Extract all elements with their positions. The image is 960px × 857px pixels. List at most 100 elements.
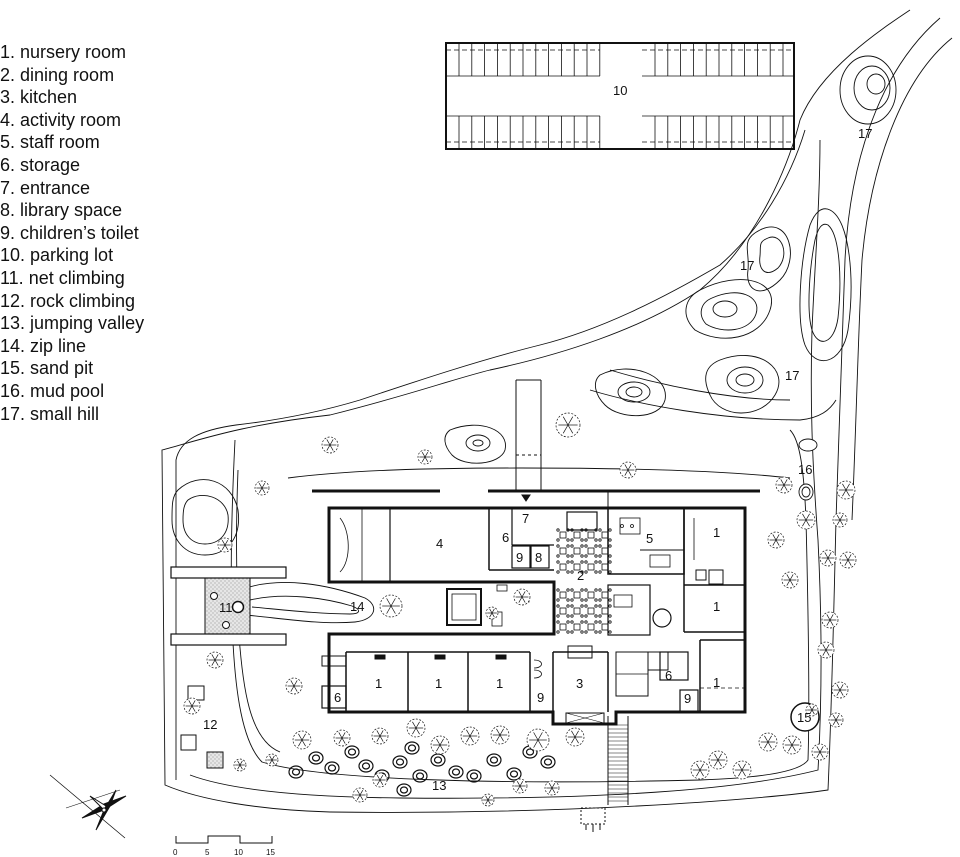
tree-icon <box>371 727 389 745</box>
tree-icon <box>811 743 829 761</box>
tree-icon <box>839 551 857 569</box>
tree-icon <box>217 537 233 553</box>
toilet-label: 9 <box>537 690 544 705</box>
legend-item: 8. library space <box>0 200 123 221</box>
sand-pit-label: 15 <box>797 710 811 725</box>
nursery-room-label: 1 <box>375 676 382 691</box>
tree-icon <box>781 571 799 589</box>
activity-room-label: 4 <box>436 536 443 551</box>
tree-icon <box>526 728 550 752</box>
tree-icon <box>819 549 837 567</box>
scale-tick-label: 5 <box>205 848 210 857</box>
tree-icon <box>775 476 793 494</box>
hill-label: 17 <box>785 368 799 383</box>
legend-item: 9. children’s toilet <box>0 222 139 243</box>
jumping-valley <box>288 741 556 797</box>
trees <box>183 412 857 807</box>
tree-icon <box>333 729 351 747</box>
toilet-label: 9 <box>684 691 691 706</box>
tree-icon <box>619 461 637 479</box>
hill-label: 17 <box>858 126 872 141</box>
tree-icon <box>265 753 279 767</box>
tree-icon <box>485 606 499 620</box>
tree-icon <box>254 480 270 496</box>
legend-item: 10. parking lot <box>0 245 114 266</box>
north-compass-icon <box>49 774 127 839</box>
parking-label: 10 <box>613 83 627 98</box>
tree-icon <box>379 594 403 618</box>
tree-icon <box>565 727 585 747</box>
scale-tick-label: 0 <box>173 848 178 857</box>
tree-icon <box>821 611 839 629</box>
tree-icon <box>796 510 816 530</box>
net-climbing-label: 11 <box>219 600 233 615</box>
tree-icon <box>406 718 426 738</box>
tree-icon <box>430 735 450 755</box>
tree-icon <box>512 778 528 794</box>
tree-icon <box>782 735 802 755</box>
legend-item: 4. activity room <box>0 109 122 130</box>
mud-pool <box>798 438 818 501</box>
scale-tick-label: 15 <box>266 848 275 857</box>
nursery-room-label: 1 <box>435 676 442 691</box>
tree-icon <box>828 712 844 728</box>
tree-icon <box>817 641 835 659</box>
staff-room-label: 5 <box>646 531 653 546</box>
legend-item: 17. small hill <box>0 403 100 424</box>
tree-icon <box>836 480 856 500</box>
tree-icon <box>767 531 785 549</box>
storage-label: 6 <box>334 690 341 705</box>
tree-icon <box>805 703 819 717</box>
legend-item: 16. mud pool <box>0 380 105 401</box>
storage-label: 6 <box>665 668 672 683</box>
tree-icon <box>708 750 728 770</box>
jumping-valley-label: 13 <box>432 778 446 793</box>
tree-icon <box>233 758 247 772</box>
tree-icon <box>460 726 480 746</box>
legend-item: 11. net climbing <box>0 267 125 288</box>
tree-icon <box>292 730 312 750</box>
tree-icon <box>758 732 778 752</box>
scale-tick-label: 10 <box>234 848 243 857</box>
tree-icon <box>206 651 224 669</box>
legend-item: 12. rock climbing <box>0 290 136 311</box>
nursery-room-label: 1 <box>713 599 720 614</box>
nursery-room-label: 1 <box>496 676 503 691</box>
library-label: 8 <box>535 550 542 565</box>
rock-climbing-area <box>180 685 224 769</box>
entrance-path <box>312 379 760 832</box>
tree-icon <box>544 780 560 796</box>
entrance-label: 7 <box>522 511 529 526</box>
parking-lot <box>445 42 795 150</box>
legend-item: 3. kitchen <box>0 87 78 108</box>
net-climbing-area <box>170 566 287 646</box>
tree-icon <box>321 436 339 454</box>
legend-item: 13. jumping valley <box>0 313 145 334</box>
building <box>321 506 747 726</box>
tree-icon <box>732 760 752 780</box>
legend-list: 1. nursery room 2. dining room 3. kitche… <box>0 41 144 425</box>
tree-icon <box>690 760 710 780</box>
tree-icon <box>831 681 849 699</box>
tree-icon <box>490 725 510 745</box>
hill-label: 17 <box>740 258 754 273</box>
tree-icon <box>481 793 495 807</box>
tree-icon <box>372 772 388 788</box>
plan-labels: 10 17 17 17 16 4 7 6 9 8 2 5 1 1 1 1 1 1… <box>203 83 872 793</box>
kitchen-label: 3 <box>576 676 583 691</box>
nursery-room-label: 1 <box>713 525 720 540</box>
dining-room-label: 2 <box>577 568 584 583</box>
rock-climbing-label: 12 <box>203 717 217 732</box>
tree-icon <box>832 512 848 528</box>
tree-icon <box>352 787 368 803</box>
toilet-label: 9 <box>516 550 523 565</box>
storage-label: 6 <box>502 530 509 545</box>
scale-bar: 0 5 10 15 <box>173 835 275 857</box>
tree-icon <box>513 588 531 606</box>
legend-item: 2. dining room <box>0 64 115 85</box>
legend-item: 1. nursery room <box>0 42 127 62</box>
legend-item: 7. entrance <box>0 177 91 198</box>
tree-icon <box>183 697 201 715</box>
mud-pool-label: 16 <box>798 462 812 477</box>
